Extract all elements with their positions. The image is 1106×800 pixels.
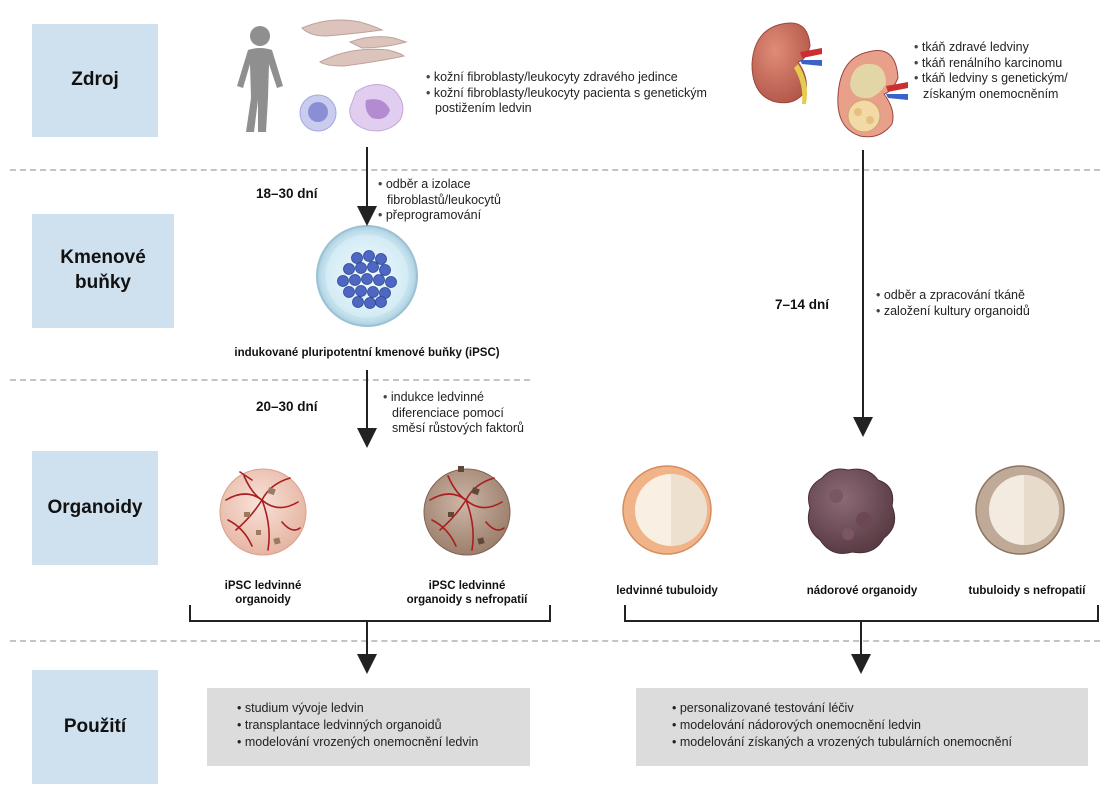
divider-1 [10,169,1100,171]
organoid-icon [622,465,712,555]
list-item: založení kultury organoidů [876,304,1030,320]
list-item: modelování nádorových onemocnění ledvin [672,717,1088,734]
organoid-caption: iPSC ledvinné organoidy s nefropatií [406,580,528,606]
fibroblast-cell-icon [301,19,408,67]
bracket-right [624,605,1099,622]
list-item: tkáň renálního karcinomu [914,56,1068,72]
duration-label: 20–30 dní [256,399,318,414]
step2-bullets: indukce ledvinné diferenciace pomocí smě… [383,390,524,437]
list-item: transplantace ledvinných organoidů [237,717,530,734]
list-item: přeprogramování [378,208,501,224]
list-item: získaným onemocněním [923,86,1059,101]
right-step-bullets: odběr a zpracování tkáně založení kultur… [876,288,1030,319]
organoid-icon [219,468,307,556]
list-item: kožní fibroblasty/leukocyty pacienta s g… [426,86,707,102]
list-item: modelování získaných a vrozených tubulár… [672,734,1088,751]
list-item: postižením ledvin [435,101,532,115]
organoid-caption: iPSC ledvinné organoidy [224,580,302,606]
list-item: diferenciace pomocí [392,405,504,420]
kidney-icon [751,22,822,104]
list-item: modelování vrozených onemocnění ledvin [237,734,530,751]
stage-organoids: Organoidy [32,451,158,565]
stage-source: Zdroj [32,24,158,137]
kidney-cross-section-icon [837,50,908,138]
list-item: studium vývoje ledvin [237,700,530,717]
organoid-caption: tubuloidy s nefropatií [968,585,1086,597]
left-source-bullets: kožní fibroblasty/leukocyty zdravého jed… [426,70,707,117]
right-use-box: personalizované testování léčiv modelová… [636,688,1088,766]
list-item: tkáň ledviny s genetickým/ [914,71,1068,87]
bracket-left [189,605,551,622]
list-item: kožní fibroblasty/leukocyty zdravého jed… [426,70,707,86]
right-source-bullets: tkáň zdravé ledviny tkáň renálního karci… [914,40,1068,102]
organoid-caption: ledvinné tubuloidy [616,585,718,597]
organoid-icon [975,465,1065,555]
leukocyte-icon [299,94,337,132]
list-item: odběr a zpracování tkáně [876,288,1030,304]
list-item: fibroblastů/leukocytů [387,192,501,207]
step1-bullets: odběr a izolace fibroblastů/leukocytů př… [378,177,501,224]
human-figure-icon [237,26,283,132]
duration-label: 18–30 dní [256,186,318,201]
organoid-icon [423,466,511,556]
stage-stem-cells: Kmenové buňky [32,214,174,328]
stage-use: Použití [32,670,158,784]
ipsc-caption: indukované pluripotentní kmenové buňky (… [234,347,500,359]
duration-label: 7–14 dní [775,297,830,312]
divider-2 [10,379,530,381]
divider-3 [10,640,1100,642]
list-item: směsí růstových faktorů [392,421,524,435]
list-item: tkáň zdravé ledviny [914,40,1068,56]
list-item: personalizované testování léčiv [672,700,1088,717]
macrophage-icon [349,84,404,132]
list-item: indukce ledvinné [383,390,524,406]
petri-dish-icon [316,225,418,327]
organoid-caption: nádorové organoidy [806,585,918,597]
left-use-box: studium vývoje ledvin transplantace ledv… [207,688,530,766]
organoid-icon [807,468,896,554]
list-item: odběr a izolace [378,177,501,193]
